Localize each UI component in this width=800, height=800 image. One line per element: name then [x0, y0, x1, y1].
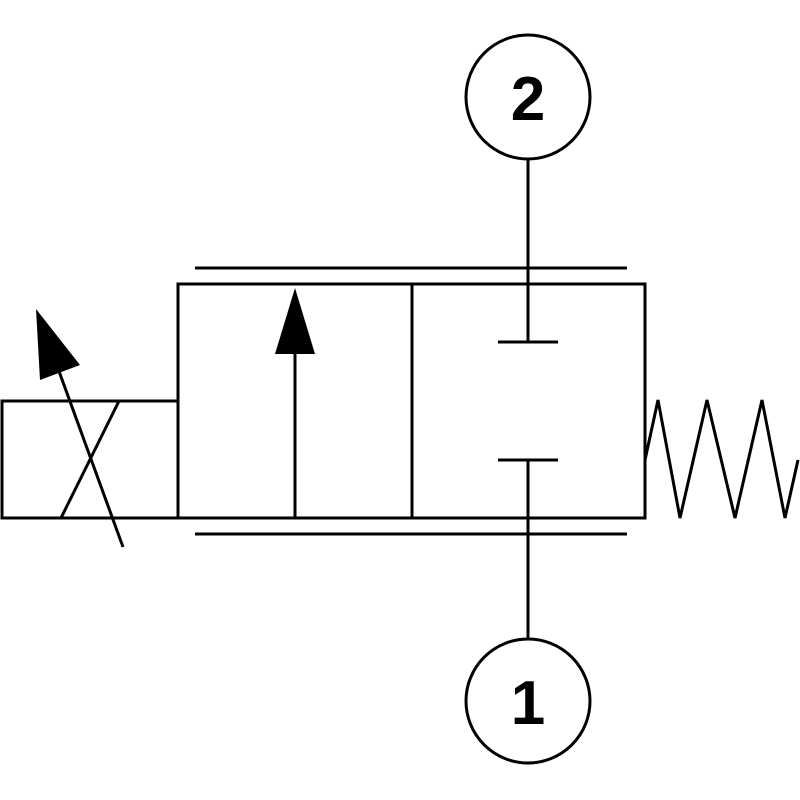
variable-arrow-shaft [50, 351, 125, 548]
port-2-circle [464, 33, 592, 161]
port-2-label: 2 [511, 65, 545, 134]
flow-arrow-head [275, 288, 315, 354]
return-spring [643, 399, 800, 519]
variable-arrow-head [36, 309, 80, 380]
port-1-circle [464, 637, 592, 765]
port-1-label: 1 [511, 669, 545, 738]
